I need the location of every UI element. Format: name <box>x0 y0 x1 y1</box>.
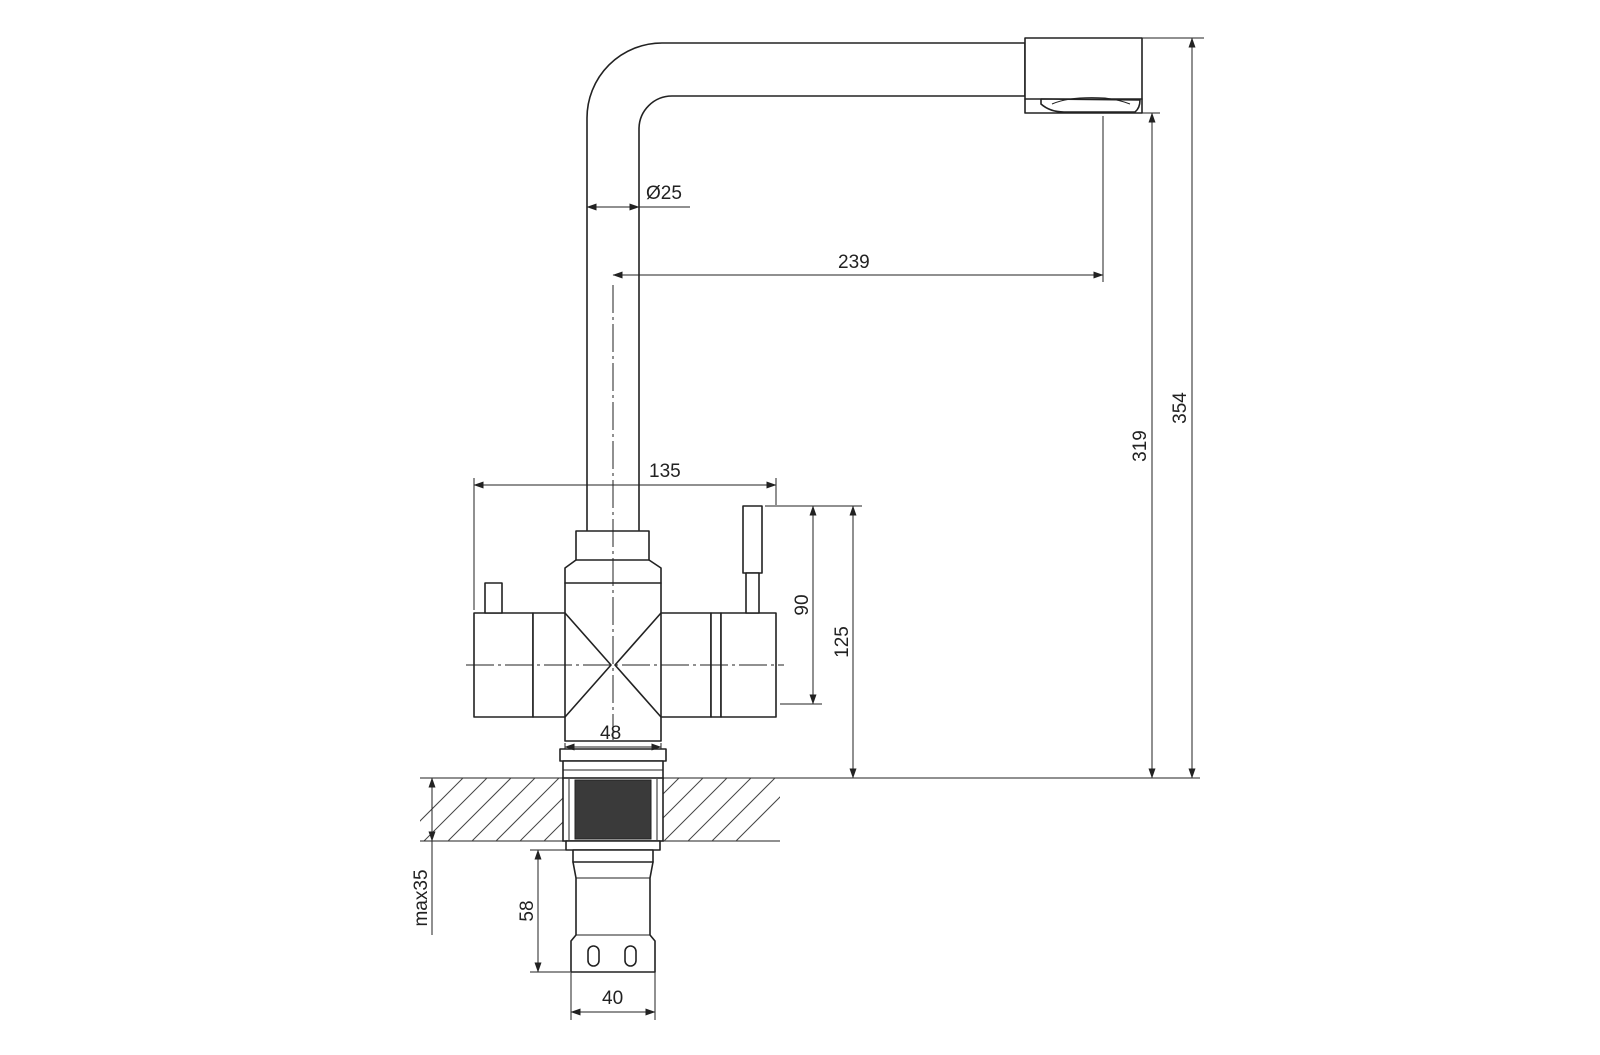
connector-neck <box>572 849 654 863</box>
dim-lever-height-label: 90 <box>792 594 813 615</box>
dim-body-height-label: 125 <box>832 626 853 658</box>
right-lever-stem <box>745 572 760 614</box>
spout-head <box>1024 37 1143 100</box>
dim-outlet-height-label: 319 <box>1130 430 1151 462</box>
dim-tube-diameter-label: Ø25 <box>646 183 682 204</box>
dim-tube-diameter: Ø25 <box>586 183 690 211</box>
dimensions: Ø25 239 135 90 125 <box>411 37 1204 1020</box>
dim-base-diameter-label: 48 <box>600 723 621 744</box>
dim-max-counter-thickness: max35 <box>411 777 440 935</box>
base-flange-upper <box>559 748 667 762</box>
spout-aerator-detail <box>1051 97 1131 105</box>
dim-body-height: 125 <box>822 505 862 779</box>
dim-total-height-label: 354 <box>1170 392 1191 424</box>
connector-port-right <box>624 945 637 967</box>
dim-connector-length-label: 58 <box>517 900 538 921</box>
dim-total-height: 354 <box>1142 37 1204 779</box>
countertop <box>420 777 1200 842</box>
dim-connector-width-label: 40 <box>602 988 623 1009</box>
center-lines <box>466 285 784 740</box>
spout-aerator-ring <box>1024 98 1143 114</box>
dim-base-diameter: 48 <box>564 723 662 751</box>
dim-connector-length: 58 <box>517 849 570 973</box>
spout <box>586 37 1143 531</box>
dim-body-width-label: 135 <box>649 461 681 482</box>
dim-body-width: 135 <box>473 461 777 610</box>
body-outline <box>564 582 662 742</box>
lock-nut <box>565 840 661 851</box>
mixer-body <box>473 505 777 780</box>
dim-outlet-height: 319 <box>1130 112 1160 779</box>
under-counter-connector <box>565 840 661 973</box>
connector-body <box>570 861 656 973</box>
left-valve-knob <box>484 582 503 614</box>
dim-spout-reach: 239 <box>612 116 1104 282</box>
spout-aerator <box>1040 98 1141 113</box>
shank-thread <box>574 779 652 840</box>
dim-spout-reach-label: 239 <box>838 252 870 273</box>
connector-port-left <box>587 945 600 967</box>
right-lever-handle <box>742 505 763 574</box>
dim-lever-height: 90 <box>765 505 822 705</box>
spout-tube-outline <box>586 42 1026 531</box>
dim-connector-width: 40 <box>570 972 656 1020</box>
dim-max-counter-thickness-label: max35 <box>411 869 432 926</box>
